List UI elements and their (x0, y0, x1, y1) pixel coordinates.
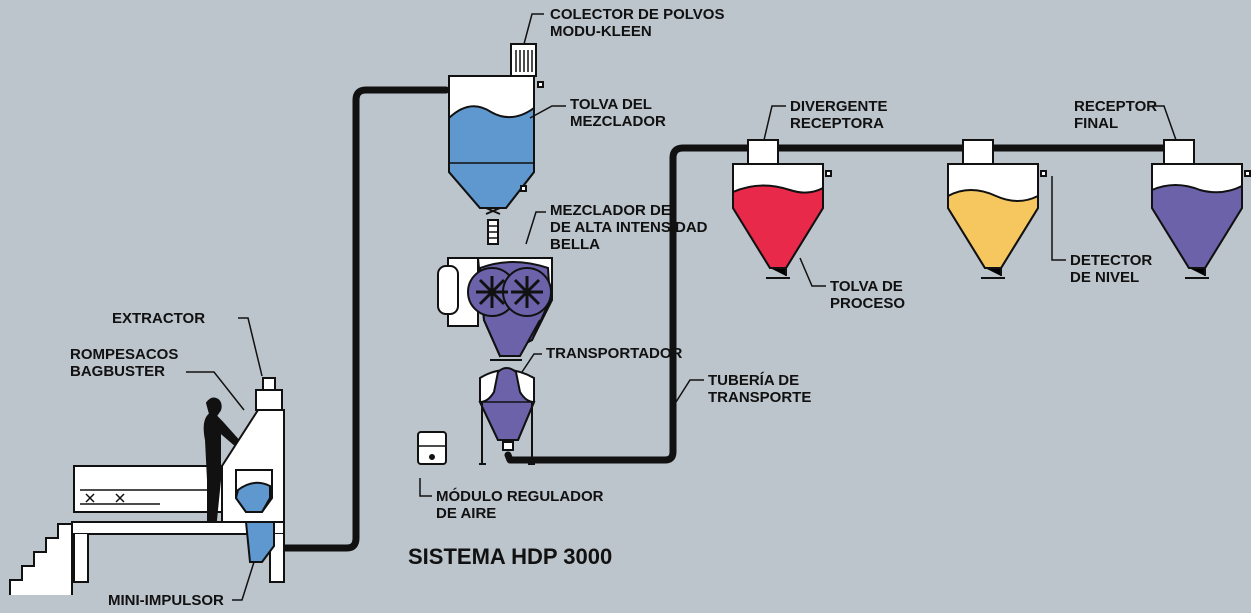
level-detector-label: DETECTOR DE NIVEL (1070, 252, 1152, 286)
mini-blower-label-line-1: MINI-IMPULSOR (108, 592, 224, 609)
dust-collector-label-line-1: COLECTOR DE POLVOS (550, 6, 725, 23)
process-hopper-label: TOLVA DE PROCESO (830, 278, 905, 312)
receiver-hopper-1 (732, 139, 832, 279)
level-detector-label-line-1: DETECTOR (1070, 252, 1153, 269)
air-module-label: MÓDULO REGULADOR DE AIRE (436, 488, 604, 522)
diverter-label-line-1: DIVERGENTE (790, 98, 888, 115)
final-receiver-label: RECEPTOR FINAL (1074, 98, 1157, 132)
dust-collector-label-line-2: MODU-KLEEN (550, 23, 652, 40)
bag-dump-station (9, 377, 285, 595)
conveyor-label-line-1: TRANSPORTADOR (546, 345, 683, 362)
conveyor-label: TRANSPORTADOR (546, 345, 682, 362)
mixer-label: MEZCLADOR DE DE ALTA INTENSIDAD BELLA (550, 202, 708, 253)
receiver-hopper-3 (1151, 139, 1251, 279)
process-hopper-label-line-2: PROCESO (830, 295, 906, 312)
bag-breaker-label-line-2: BAGBUSTER (70, 363, 166, 380)
final-receiver-label-line-2: FINAL (1074, 115, 1119, 132)
bella-mixer (437, 257, 553, 358)
air-module (417, 431, 447, 465)
mini-blower-label: MINI-IMPULSOR (108, 592, 224, 609)
conveying-pipe (268, 86, 1170, 552)
leader-lines (186, 13, 1177, 601)
air-module-label-line-2: DE AIRE (436, 505, 497, 522)
system-title: SISTEMA HDP 3000 (408, 544, 613, 569)
mixer-label-line-1: MEZCLADOR DE (550, 202, 671, 219)
receiver-hopper-2 (947, 139, 1047, 279)
transport-pipe-label: TUBERÍA DE TRANSPORTE (708, 372, 811, 406)
mixer-hopper-label: TOLVA DEL MEZCLADOR (570, 96, 666, 130)
level-detector-label-line-2: DE NIVEL (1070, 269, 1140, 286)
diverter-label: DIVERGENTE RECEPTORA (790, 98, 888, 132)
mixer-hopper-label-line-2: MEZCLADOR (570, 113, 666, 130)
transport-pipe-label-line-2: TRANSPORTE (708, 389, 812, 406)
process-hopper-label-line-1: TOLVA DE (830, 278, 903, 295)
transport-pipe-label-line-1: TUBERÍA DE (708, 372, 800, 389)
mixer-label-line-2: DE ALTA INTENSIDAD (550, 219, 708, 236)
extractor-label-line-1: EXTRACTOR (112, 310, 206, 327)
bag-breaker-label: ROMPESACOS BAGBUSTER (70, 346, 178, 380)
conveyor-vessel (478, 359, 536, 465)
mixer-hopper-label-line-1: TOLVA DEL (570, 96, 652, 113)
mixer-hopper (448, 75, 544, 245)
dust-collector-label: COLECTOR DE POLVOS MODU-KLEEN (550, 6, 724, 40)
extractor-label: EXTRACTOR (112, 310, 205, 327)
bag-breaker-label-line-1: ROMPESACOS (70, 346, 179, 363)
final-receiver-label-line-1: RECEPTOR (1074, 98, 1158, 115)
dust-collector (510, 43, 537, 77)
mixer-label-line-3: BELLA (550, 236, 600, 253)
diverter-label-line-2: RECEPTORA (790, 115, 884, 132)
air-module-label-line-1: MÓDULO REGULADOR (436, 488, 604, 505)
